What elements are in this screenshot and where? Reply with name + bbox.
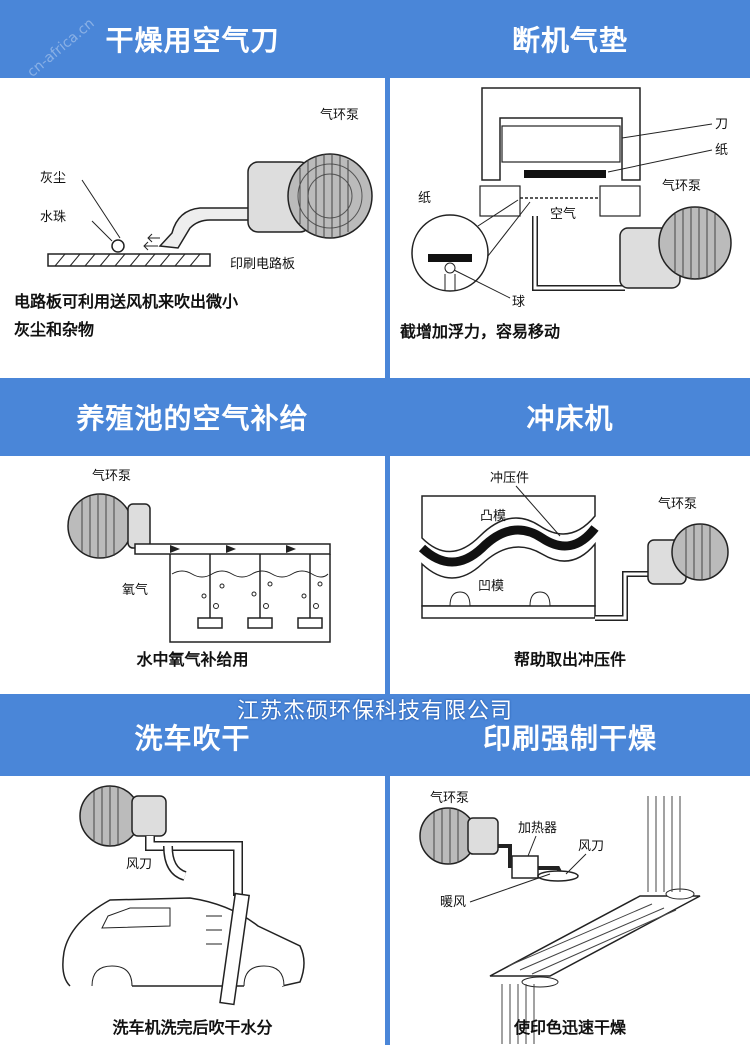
- label-punch: 凸模: [480, 509, 506, 524]
- label-oxygen: 氧气: [122, 582, 148, 598]
- panel-aquaculture-aeration: 养殖池的空气补给: [0, 378, 385, 694]
- label-air: 空气: [550, 206, 576, 222]
- label-air-knife: 风刀: [578, 839, 604, 854]
- label-paper-zoom: 纸: [418, 191, 431, 206]
- label-ring-blower: 气环泵: [430, 790, 469, 806]
- panel-caption: 水中氧气补给用: [0, 646, 385, 674]
- caption-line: 帮助取出冲压件: [513, 650, 626, 669]
- caption-line: 水中氧气补给用: [136, 650, 249, 669]
- company-name: 江苏杰硕环保科技有限公司: [236, 699, 513, 724]
- print-drying-diagram: 气环泵 加热器 风刀 暖风: [419, 790, 701, 1044]
- panel-caption: 电路板可利用送风机来吹出微小 灰尘和杂物: [14, 288, 374, 344]
- panel-body: 冲压件 气环泵 凸模 凹模 帮助取出冲压件: [390, 456, 750, 694]
- panel-title: 冲床机: [526, 402, 614, 435]
- panel-caption: 帮助取出冲压件: [390, 646, 750, 674]
- aquaculture-diagram: 气环泵 氧气: [67, 468, 331, 643]
- label-heater: 加热器: [518, 821, 557, 836]
- air-knife-diagram: 气环泵 灰尘 水珠 印刷电路板: [40, 107, 373, 272]
- caption-line: 使印色迅速干燥: [513, 1018, 626, 1037]
- panel-body: 气环泵 加热器 风刀 暖风 使印色迅速干燥: [390, 776, 750, 1045]
- caption-line: 灰尘和杂物: [14, 320, 95, 339]
- label-air-knife: 风刀: [126, 857, 152, 872]
- panel-caption: 截增加浮力，容易移动: [400, 318, 740, 346]
- label-knife: 刀: [715, 117, 728, 132]
- label-ball: 球: [512, 295, 525, 310]
- label-paper: 纸: [715, 143, 728, 158]
- panel-body: 刀 纸 气环泵 纸 空气 球 截增加浮力，容易移动: [390, 78, 750, 378]
- label-dust: 灰尘: [40, 171, 66, 186]
- panel-body: 气环泵 氧气 水中氧气补给用: [0, 456, 385, 694]
- panel-title: 断机气垫: [511, 24, 628, 57]
- label-ring-blower: 气环泵: [658, 496, 697, 512]
- label-water-drop: 水珠: [40, 210, 66, 225]
- label-warm-air: 暖风: [440, 895, 466, 910]
- label-stamping: 冲压件: [490, 471, 529, 486]
- caption-line: 截增加浮力，容易移动: [400, 322, 561, 341]
- panel-print-forced-drying: 印刷强制干燥: [390, 698, 750, 1045]
- caption-line: 洗车机洗完后吹干水分: [112, 1018, 273, 1037]
- panel-air-cushion: 断机气垫: [390, 0, 750, 378]
- punch-press-diagram: 冲压件 气环泵 凸模 凹模: [418, 471, 729, 621]
- label-pcb: 印刷电路板: [230, 256, 295, 272]
- panel-title: 干燥用空气刀: [105, 24, 280, 57]
- panel-body: 气环泵 灰尘 水珠 印刷电路板 电路板可利用送风机来吹出微小 灰尘和杂物: [0, 78, 385, 378]
- panel-air-knife-drying: 干燥用空气刀: [0, 0, 385, 378]
- panel-caption: 使印色迅速干燥: [390, 1014, 750, 1042]
- car-wash-diagram: 风刀: [62, 785, 305, 1006]
- label-die: 凹模: [478, 579, 504, 594]
- panel-caption: 洗车机洗完后吹干水分: [0, 1014, 385, 1042]
- label-ring-blower: 气环泵: [92, 468, 131, 484]
- panel-car-wash-drying: 洗车吹干: [0, 698, 385, 1045]
- panel-title: 洗车吹干: [134, 722, 251, 755]
- panel-title: 养殖池的空气补给: [76, 402, 309, 435]
- panel-punch-press: 冲床机 冲压件 气环泵 凸模 凹模: [390, 378, 750, 694]
- label-ring-blower: 气环泵: [662, 178, 701, 194]
- air-cushion-diagram: 刀 纸 气环泵 纸 空气 球: [411, 87, 732, 310]
- panel-body: 风刀 洗车机洗完后吹干水分: [0, 776, 385, 1045]
- caption-line: 电路板可利用送风机来吹出微小: [14, 292, 239, 311]
- label-ring-blower: 气环泵: [320, 107, 359, 123]
- panel-title: 印刷强制干燥: [482, 722, 657, 755]
